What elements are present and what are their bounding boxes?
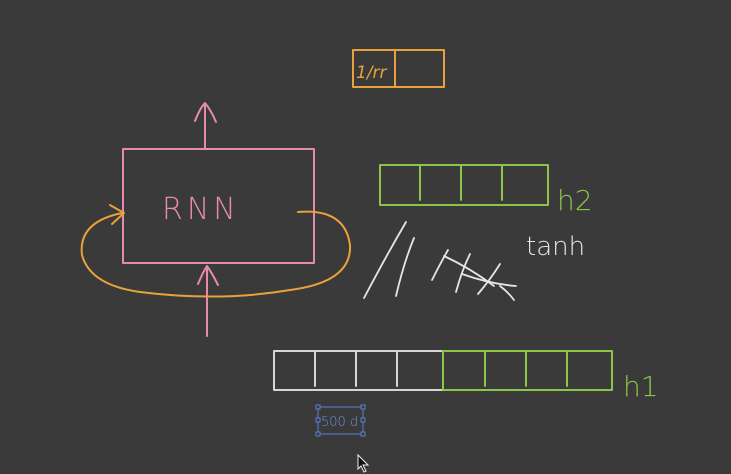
output-arrow-head [194, 102, 217, 123]
rnn-output-arrow[interactable] [194, 102, 217, 149]
rnn-block[interactable]: RNN [122, 148, 315, 264]
stroke-line-2 [395, 237, 415, 297]
output-cell-text: 1/rr [356, 63, 388, 83]
stroke-line-1 [363, 221, 407, 299]
output-vector[interactable]: 1/rr [352, 49, 445, 88]
h1-vector[interactable] [273, 350, 613, 391]
h1-green-outline [442, 350, 613, 391]
selection-handle-ml[interactable] [315, 417, 321, 423]
stroke-line-8 [499, 285, 515, 301]
stroke-line-4 [455, 253, 471, 293]
input-arrow-head [197, 265, 219, 286]
loop-arrow-head [109, 204, 125, 225]
selection-handle-mr[interactable] [360, 417, 366, 423]
selection-handle-bl[interactable] [315, 431, 321, 437]
stroke-line-5 [443, 255, 495, 287]
selection-handle-tr[interactable] [360, 404, 366, 410]
selected-note[interactable]: 500 d [315, 404, 366, 437]
h1-gray-outline [273, 350, 444, 391]
h2-vector[interactable] [379, 164, 549, 206]
stroke-line-6 [477, 263, 501, 295]
selected-note-text: 500 d [321, 415, 358, 430]
rnn-box [122, 148, 315, 264]
stroke-line-3 [431, 249, 449, 281]
loop-curve [80, 210, 352, 298]
rnn-label: RNN [162, 192, 240, 227]
mouse-cursor-icon [357, 453, 370, 473]
selection-handle-tl[interactable] [315, 404, 321, 410]
selection-handle-br[interactable] [360, 431, 366, 437]
h2-vector-outline [379, 164, 549, 206]
rnn-input-arrow[interactable] [197, 265, 219, 337]
recurrent-loop[interactable] [80, 204, 352, 298]
tanh-label: tanh [526, 232, 585, 262]
stroke-line-7 [461, 273, 517, 287]
output-vector-outline [352, 49, 445, 88]
weight-strokes[interactable] [363, 221, 517, 301]
h1-label: h1 [623, 370, 659, 403]
h2-label: h2 [557, 184, 593, 217]
